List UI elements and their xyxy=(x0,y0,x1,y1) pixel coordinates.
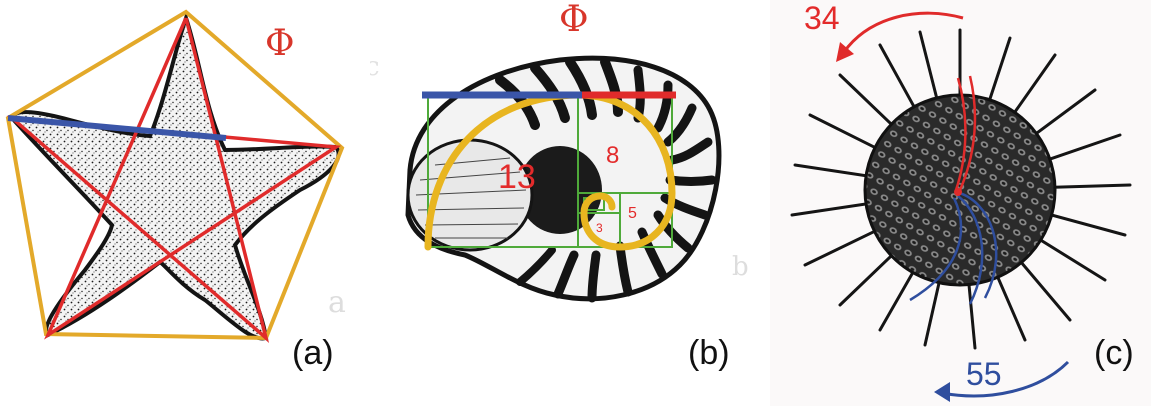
panel-label-c: (c) xyxy=(1094,336,1134,370)
panel-b-nautilus: c b Φ 13 8 5 3 (b) xyxy=(370,0,770,406)
faint-letter-b: b xyxy=(732,252,749,282)
panel-c-sunflower: 34 55 (c) xyxy=(770,0,1151,406)
blue-arrow-55 xyxy=(942,362,1068,396)
phi-label-a: Φ xyxy=(265,26,295,62)
faint-letter-c: c xyxy=(370,52,380,82)
panel-a-starfish: a Φ (a) xyxy=(0,0,370,406)
fib-number-5: 5 xyxy=(628,206,637,222)
spiral-count-55: 55 xyxy=(966,358,1002,390)
red-arrow-34 xyxy=(844,13,963,52)
phi-label-b: Φ xyxy=(559,2,589,38)
spiral-origin xyxy=(954,188,962,196)
faint-letter-mark: a xyxy=(328,285,346,320)
panel-label-b: (b) xyxy=(688,336,730,370)
fib-number-3: 3 xyxy=(596,222,603,234)
spiral-count-34: 34 xyxy=(804,2,840,34)
fib-number-8: 8 xyxy=(606,144,619,168)
fib-number-13: 13 xyxy=(498,160,536,194)
blue-arrow-head xyxy=(934,382,950,402)
panel-label-a: (a) xyxy=(292,336,334,370)
